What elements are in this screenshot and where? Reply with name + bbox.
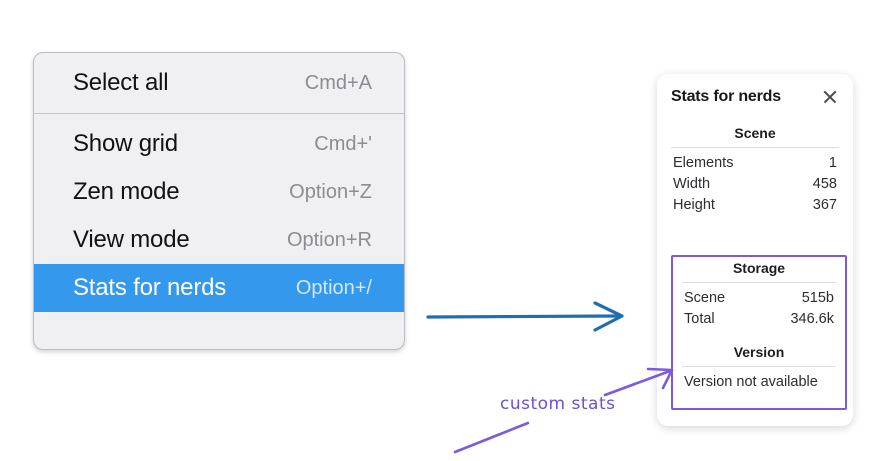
section-heading: Scene <box>734 125 776 141</box>
section-divider <box>671 147 839 148</box>
menu-separator <box>34 113 404 114</box>
menu-item-shortcut: Cmd+' <box>314 132 372 155</box>
stat-value: 367 <box>812 196 837 213</box>
stats-for-nerds-panel[interactable]: Stats for nerds Scene Elements 1 Width 4… <box>657 74 853 426</box>
stats-panel-header: Stats for nerds <box>671 88 839 106</box>
context-menu[interactable]: Select all Cmd+A Show grid Cmd+' Zen mod… <box>33 52 405 350</box>
stats-section-scene: Scene Elements 1 Width 458 Height 367 <box>671 122 839 215</box>
stat-label: Total <box>684 310 715 327</box>
stat-value: 515b <box>801 289 834 306</box>
stat-row-height: Height 367 <box>671 194 839 215</box>
section-divider <box>682 366 836 367</box>
custom-stats-annotation-label: custom stats <box>500 394 616 414</box>
stat-label: Elements <box>673 154 734 171</box>
stat-label: Height <box>673 196 715 213</box>
stat-row-storage-total: Total 346.6k <box>682 308 836 329</box>
menu-item-show-grid[interactable]: Show grid Cmd+' <box>34 120 404 168</box>
version-status-text: Version not available <box>684 374 818 390</box>
label-underline-stroke <box>453 421 530 454</box>
menu-item-label: Zen mode <box>73 178 180 205</box>
menu-item-shortcut: Cmd+A <box>304 71 372 94</box>
menu-group-2: Show grid Cmd+' Zen mode Option+Z View m… <box>34 114 404 332</box>
menu-item-select-all[interactable]: Select all Cmd+A <box>34 59 404 107</box>
custom-stats-sections: Storage Scene 515b Total 346.6k Version … <box>673 257 845 393</box>
close-icon[interactable] <box>821 88 839 106</box>
menu-item-shortcut: Option+Z <box>289 180 372 203</box>
menu-item-stats-for-nerds[interactable]: Stats for nerds Option+/ <box>34 264 404 312</box>
stat-value: 346.6k <box>790 310 834 327</box>
section-heading: Version <box>733 344 785 360</box>
menu-item-label: Select all <box>73 69 169 96</box>
stat-row-width: Width 458 <box>671 173 839 194</box>
stat-row-elements: Elements 1 <box>671 152 839 173</box>
stats-section-storage: Storage Scene 515b Total 346.6k <box>682 257 836 329</box>
stats-panel-title: Stats for nerds <box>671 88 781 105</box>
menu-item-shortcut: Option+/ <box>295 276 372 299</box>
section-heading: Storage <box>732 260 786 276</box>
menu-item-label: Show grid <box>73 130 178 157</box>
menu-item-label: View mode <box>73 226 190 253</box>
menu-item-shortcut: Option+R <box>286 228 372 251</box>
stats-section-version: Version Version not available <box>682 341 836 393</box>
section-divider <box>682 282 836 283</box>
stat-value: 458 <box>812 175 837 192</box>
stat-label: Scene <box>684 289 726 306</box>
stat-row-storage-scene: Scene 515b <box>682 287 836 308</box>
menu-bottom-padding <box>34 312 404 326</box>
menu-to-panel-arrow <box>426 301 624 332</box>
menu-item-view-mode[interactable]: View mode Option+R <box>34 216 404 264</box>
stat-value: 1 <box>828 154 837 171</box>
menu-group-1: Select all Cmd+A <box>34 53 404 113</box>
menu-item-label: Stats for nerds <box>73 274 227 301</box>
stat-label: Width <box>673 175 711 192</box>
menu-item-zen-mode[interactable]: Zen mode Option+Z <box>34 168 404 216</box>
